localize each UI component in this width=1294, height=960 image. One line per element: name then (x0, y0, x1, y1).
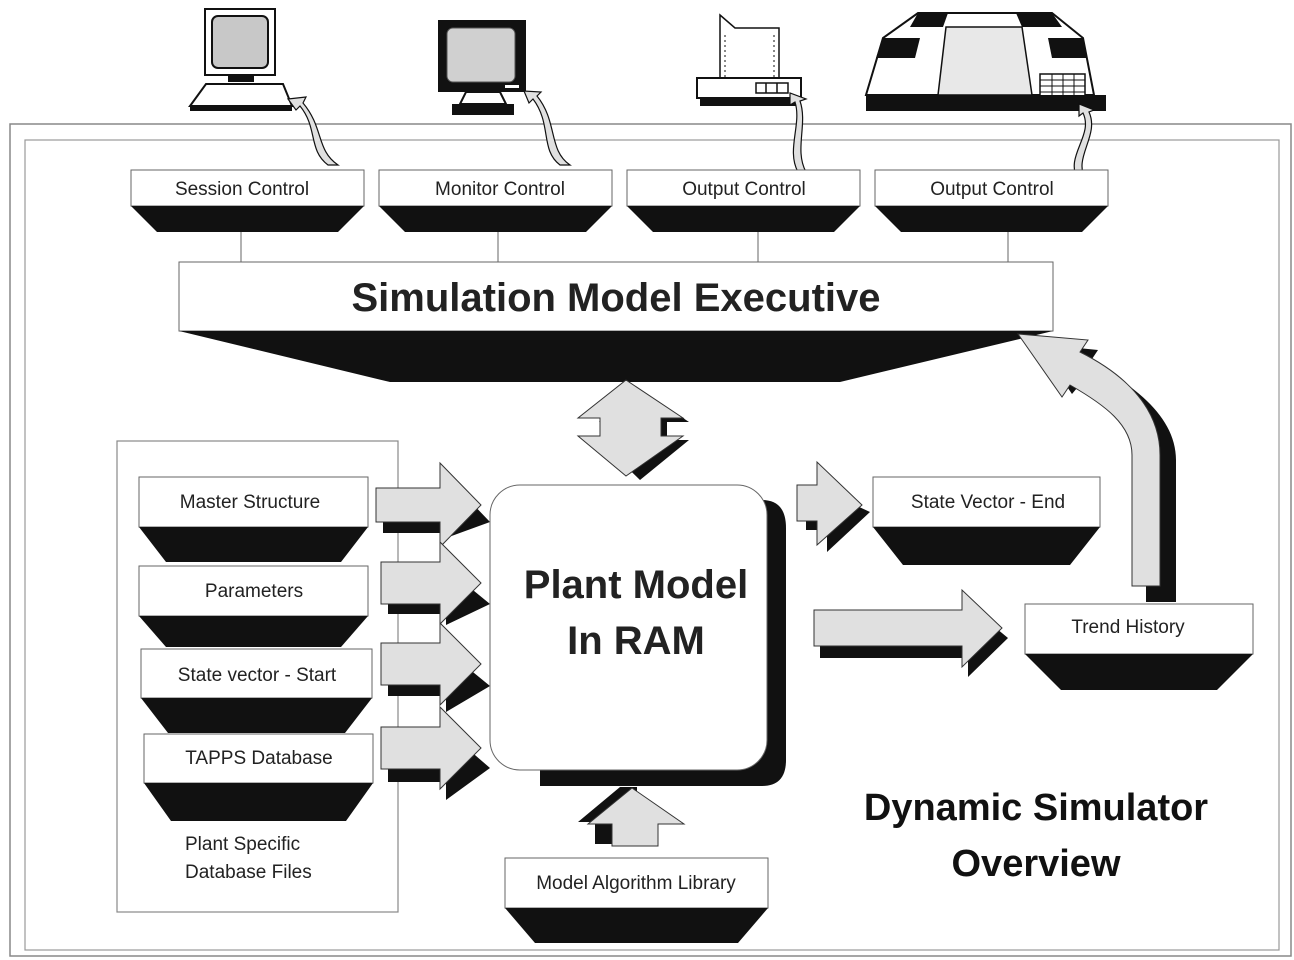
state-vector-start-box: State vector - Start (140, 648, 373, 733)
master-structure-arrow (375, 461, 490, 549)
tapps-database-box: TAPPS Database (143, 733, 374, 821)
simulation-executive-box: Simulation Model Executive (178, 261, 1054, 382)
parameters-box: Parameters (138, 565, 369, 647)
output-control-label-plotter: Output Control (930, 179, 1054, 200)
algorithm-library-label: Model Algorithm Library (536, 873, 736, 894)
plant-model-line1: Plant Model (524, 563, 748, 607)
state-vector-end-box: State Vector - End (872, 476, 1101, 565)
state-vector-end-arrow (796, 460, 870, 552)
algorithm-library-box: Model Algorithm Library (504, 857, 769, 943)
tapps-database-arrow (380, 705, 490, 800)
monitor-icon (438, 20, 526, 115)
output-control-box-printer: Output Control (626, 169, 861, 232)
parameters-arrow (380, 540, 490, 626)
plant-model-box: Plant Model In RAM (489, 484, 786, 786)
trend-history-box: Trend History (1024, 603, 1254, 690)
outer-frame (9, 123, 1292, 957)
master-structure-box: Master Structure (138, 476, 369, 562)
tapps-database-label: TAPPS Database (185, 748, 333, 769)
master-structure-label: Master Structure (180, 492, 320, 513)
state-vector-end-label: State Vector - End (911, 492, 1065, 513)
trend-history-arrow (813, 588, 1008, 677)
session-control-box: Session Control (130, 169, 365, 232)
inputs-caption-line2: Database Files (185, 862, 312, 883)
inner-frame (24, 139, 1280, 951)
control-connectors (240, 232, 1009, 262)
monitor-control-label: Monitor Control (435, 179, 565, 200)
plotter-icon (864, 12, 1106, 111)
output-control-box-plotter: Output Control (874, 169, 1109, 232)
monitor-control-box: Monitor Control (378, 169, 613, 232)
terminal-icon (188, 8, 294, 111)
printer-icon (696, 13, 802, 106)
footer-title-line2: Overview (952, 843, 1121, 885)
output-control-label-printer: Output Control (682, 179, 806, 200)
session-control-label: Session Control (175, 179, 309, 200)
inputs-caption-line1: Plant Specific (185, 834, 300, 855)
simulation-executive-title: Simulation Model Executive (351, 276, 880, 320)
parameters-label: Parameters (205, 581, 303, 602)
state-vector-start-arrow (380, 621, 490, 712)
executive-core-arrow (576, 379, 689, 480)
trend-history-label: Trend History (1071, 617, 1185, 638)
trend-feedback-arrow (1016, 333, 1176, 602)
state-vector-start-label: State vector - Start (178, 665, 337, 686)
device-cables (286, 90, 1096, 181)
input-arrows (375, 461, 490, 800)
algorithm-library-arrow (578, 787, 686, 847)
footer-title-line1: Dynamic Simulator (864, 787, 1208, 829)
plant-model-line2: In RAM (567, 619, 705, 663)
